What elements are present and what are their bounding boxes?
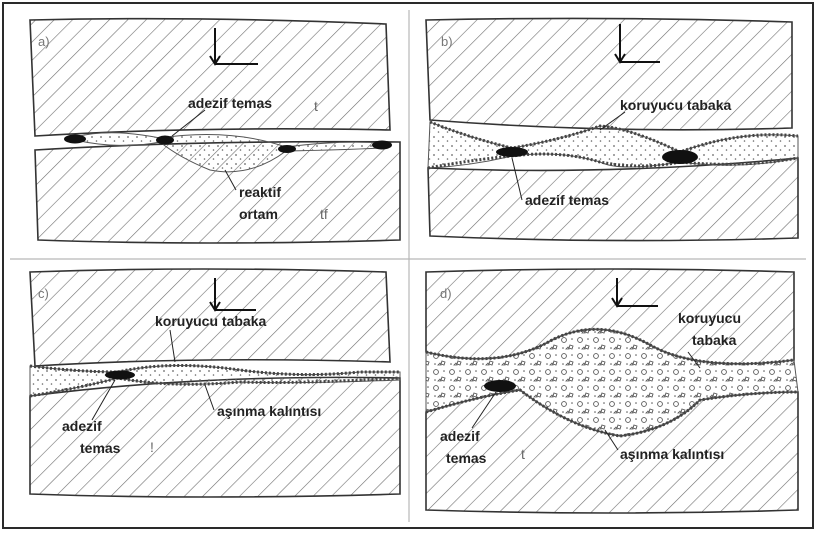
protective-layer-label: koruyucu tabaka xyxy=(155,313,266,329)
contact-label: temas xyxy=(80,440,121,456)
reactive-label: reaktif xyxy=(239,184,281,200)
adhesive-contact-spot xyxy=(278,145,296,153)
adhesive-contact-spot xyxy=(156,136,174,145)
contact-label: temas xyxy=(446,450,487,466)
lower-body xyxy=(30,377,400,497)
marker: ! xyxy=(150,439,154,455)
adhesive-contact-spot xyxy=(64,135,86,144)
panel-c: c) koruyucu tabaka adezif temas aşınma k… xyxy=(30,269,400,497)
protective-layer-label: koruyucu tabaka xyxy=(620,97,731,113)
upper-body xyxy=(426,18,792,129)
adhesive-label: adezif xyxy=(62,418,102,434)
adhesive-contact-spot xyxy=(105,371,135,380)
wear-debris-label: aşınma kalıntısı xyxy=(217,403,321,419)
adhesive-contact-spot xyxy=(496,147,528,157)
protective-label: koruyucu xyxy=(678,310,741,326)
panel-d: d) koruyucu tabaka adezif temas aşınma k… xyxy=(426,269,798,513)
panel-letter: a) xyxy=(38,34,50,49)
marker: t xyxy=(314,98,318,114)
marker: tf xyxy=(320,206,328,222)
panel-a: a) adezif temas t reaktif ortam tf xyxy=(30,19,400,243)
layer-label: tabaka xyxy=(692,332,737,348)
panel-letter: b) xyxy=(441,34,453,49)
adhesive-contact-spot xyxy=(484,380,516,392)
adhesive-contact-spot xyxy=(372,141,392,150)
lower-body xyxy=(428,158,798,241)
adhesive-contact-spot xyxy=(662,150,698,164)
adhesive-label: adezif xyxy=(440,428,480,444)
marker: t xyxy=(521,446,525,462)
upper-body xyxy=(30,19,390,136)
adhesive-contact-label: adezif temas xyxy=(188,95,272,111)
wear-debris-label: aşınma kalıntısı xyxy=(620,446,724,462)
medium-label: ortam xyxy=(239,206,278,222)
panel-letter: d) xyxy=(440,286,452,301)
panel-letter: c) xyxy=(38,286,49,301)
adhesive-contact-label: adezif temas xyxy=(525,192,609,208)
panel-b: b) koruyucu tabaka adezif temas xyxy=(426,18,798,240)
